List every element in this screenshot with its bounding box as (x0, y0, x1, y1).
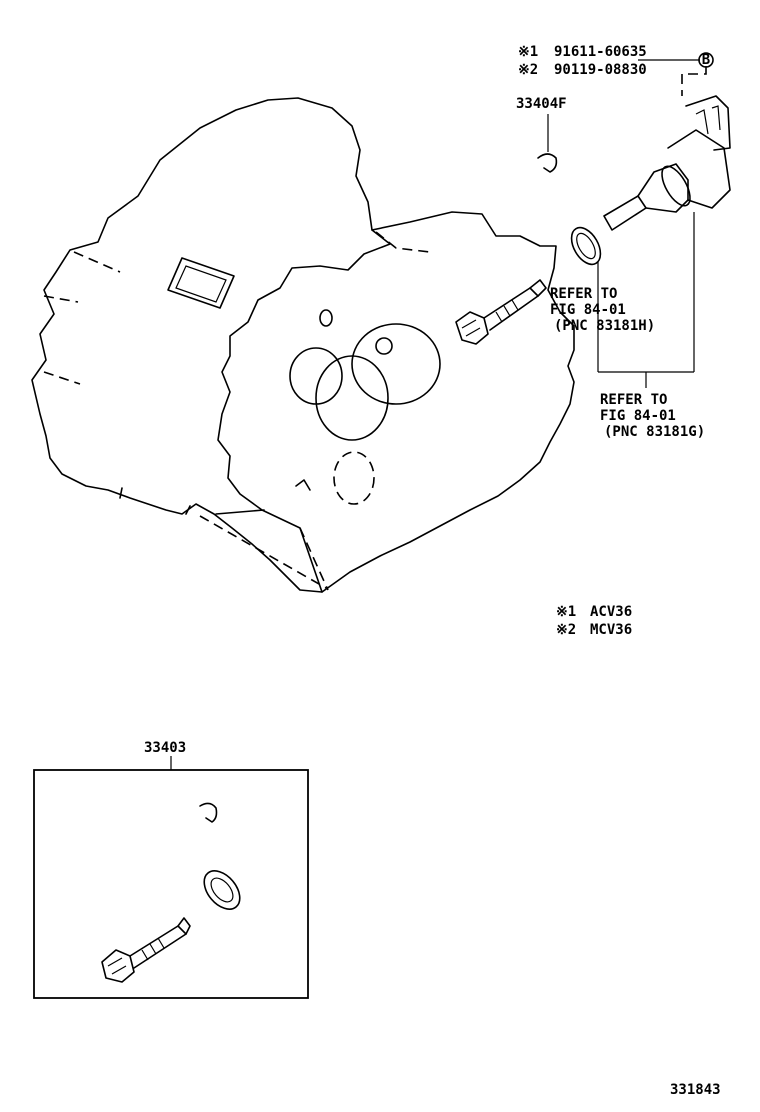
model-2-mark: ※2 (556, 622, 576, 638)
refer-g-line-1: REFER TO (600, 392, 667, 408)
part-notes: ※1 91611-60635 ※2 90119-08830 (518, 44, 647, 78)
model-2-name: MCV36 (590, 622, 632, 638)
model-1-mark: ※1 (556, 604, 576, 620)
refer-g: REFER TO FIG 84-01 (PNC 83181G) (600, 392, 705, 440)
symbol-b-circle: B (698, 52, 714, 68)
note-2-mark: ※2 (518, 62, 538, 78)
model-notes: ※1 ACV36 ※2 MCV36 (556, 604, 632, 638)
speed-sensor (603, 95, 731, 372)
note-2-part: 90119-08830 (554, 62, 647, 78)
note-1-mark: ※1 (518, 44, 538, 60)
refer-h-line-3: (PNC 83181H) (554, 318, 655, 334)
refer-h-line-2: FIG 84-01 (550, 302, 626, 318)
note-1-part: 91611-60635 (554, 44, 647, 60)
refer-h-line-1: REFER TO (550, 286, 617, 302)
figure-number: 331843 (670, 1082, 721, 1098)
part-note-leader (638, 59, 707, 96)
speedometer-driven-gear (455, 279, 547, 345)
transaxle-housing (31, 97, 575, 593)
label-kit: 33403 (144, 740, 186, 756)
label-clip: 33404F (516, 96, 567, 112)
refer-h: REFER TO FIG 84-01 (PNC 83181H) (550, 286, 655, 334)
clip-upper (537, 114, 558, 173)
refer-g-line-2: FIG 84-01 (600, 408, 676, 424)
kit-box (33, 756, 309, 999)
symbol-b-text: B (702, 52, 710, 68)
refer-g-line-3: (PNC 83181G) (604, 424, 705, 440)
model-1-name: ACV36 (590, 604, 632, 620)
o-ring-upper (570, 226, 694, 388)
